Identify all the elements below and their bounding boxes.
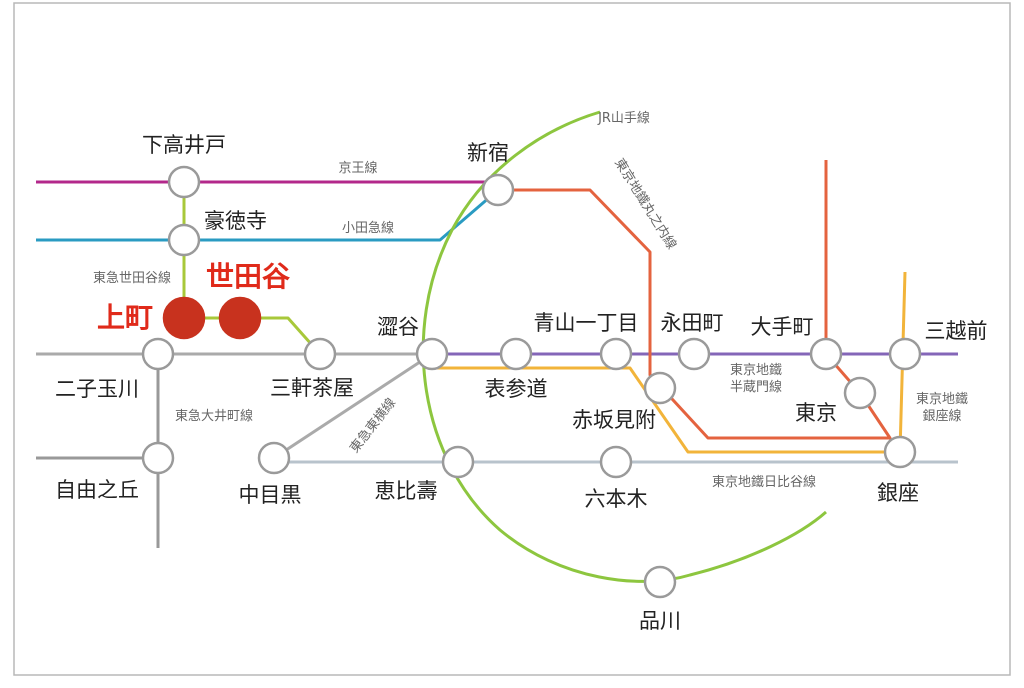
line-label-hibiya: 東京地鐵日比谷線: [712, 474, 816, 490]
label-jiyugaoka: 自由之丘: [55, 478, 139, 502]
label-futakotamagawa: 二子玉川: [55, 377, 139, 401]
line-label-odakyu: 小田急線: [342, 220, 394, 236]
label-nagatacho: 永田町: [661, 311, 724, 335]
station-mitsukoshimae[interactable]: [888, 337, 922, 371]
label-nakameguro: 中目黒: [239, 483, 302, 507]
station-shibuya[interactable]: [415, 337, 449, 371]
line-label-hanzomon-2: 半蔵門線: [730, 379, 782, 395]
label-shibuya: 澀谷: [377, 315, 419, 339]
station-roppongi[interactable]: [599, 445, 633, 479]
station-futakotamagawa[interactable]: [141, 337, 175, 371]
label-roppongi: 六本木: [585, 487, 648, 511]
line-label-ginza-1: 東京地鐵: [916, 391, 968, 407]
station-setagaya[interactable]: [218, 296, 262, 340]
line-label-ginza-2: 銀座線: [922, 408, 961, 424]
station-aoyamaitchome[interactable]: [599, 337, 633, 371]
station-shinjuku[interactable]: [481, 173, 515, 207]
marunouchi-line: [498, 160, 892, 440]
label-kamimachi: 上町: [97, 301, 153, 334]
station-shimotakaido[interactable]: [167, 165, 201, 199]
label-ebisu: 恵比壽: [375, 479, 438, 503]
station-omotesando[interactable]: [499, 337, 533, 371]
label-omotesando: 表参道: [485, 377, 548, 401]
station-kamimachi[interactable]: [162, 296, 206, 340]
station-nagatacho[interactable]: [677, 337, 711, 371]
station-gotokuji[interactable]: [167, 223, 201, 257]
station-sangenjaya[interactable]: [303, 337, 337, 371]
line-label-setagaya: 東急世田谷線: [93, 270, 171, 286]
station-jiyugaoka[interactable]: [141, 441, 175, 475]
line-label-hanzomon-1: 東京地鐵: [730, 362, 782, 378]
label-shimotakaido: 下高井戸: [142, 133, 226, 157]
station-akasakamitsuke[interactable]: [643, 371, 677, 405]
label-shinjuku: 新宿: [467, 141, 509, 165]
station-ebisu[interactable]: [441, 445, 475, 479]
label-shinagawa: 品川: [639, 609, 681, 633]
label-aoyamaitchome: 青山一丁目: [534, 311, 639, 335]
label-akasakamitsuke: 赤坂見附: [572, 408, 656, 432]
station-ginza[interactable]: [883, 435, 917, 469]
label-setagaya: 世田谷: [206, 260, 291, 293]
line-label-keio: 京王線: [338, 160, 377, 176]
station-shinagawa[interactable]: [643, 565, 677, 599]
label-mitsukoshimae: 三越前: [925, 319, 988, 343]
line-label-oimachi: 東急大井町線: [175, 408, 253, 424]
station-tokyo[interactable]: [843, 376, 877, 410]
label-tokyo: 東京: [795, 401, 837, 425]
station-nakameguro[interactable]: [257, 441, 291, 475]
label-gotokuji: 豪徳寺: [204, 209, 267, 233]
label-otemachi: 大手町: [751, 315, 814, 339]
station-otemachi[interactable]: [809, 337, 843, 371]
label-ginza: 銀座: [877, 481, 919, 505]
ginza-line: [432, 271, 907, 454]
toyoko-line: [36, 352, 433, 460]
line-label-yamanote: JR山手線: [597, 110, 650, 126]
label-sangenjaya: 三軒茶屋: [270, 376, 354, 400]
